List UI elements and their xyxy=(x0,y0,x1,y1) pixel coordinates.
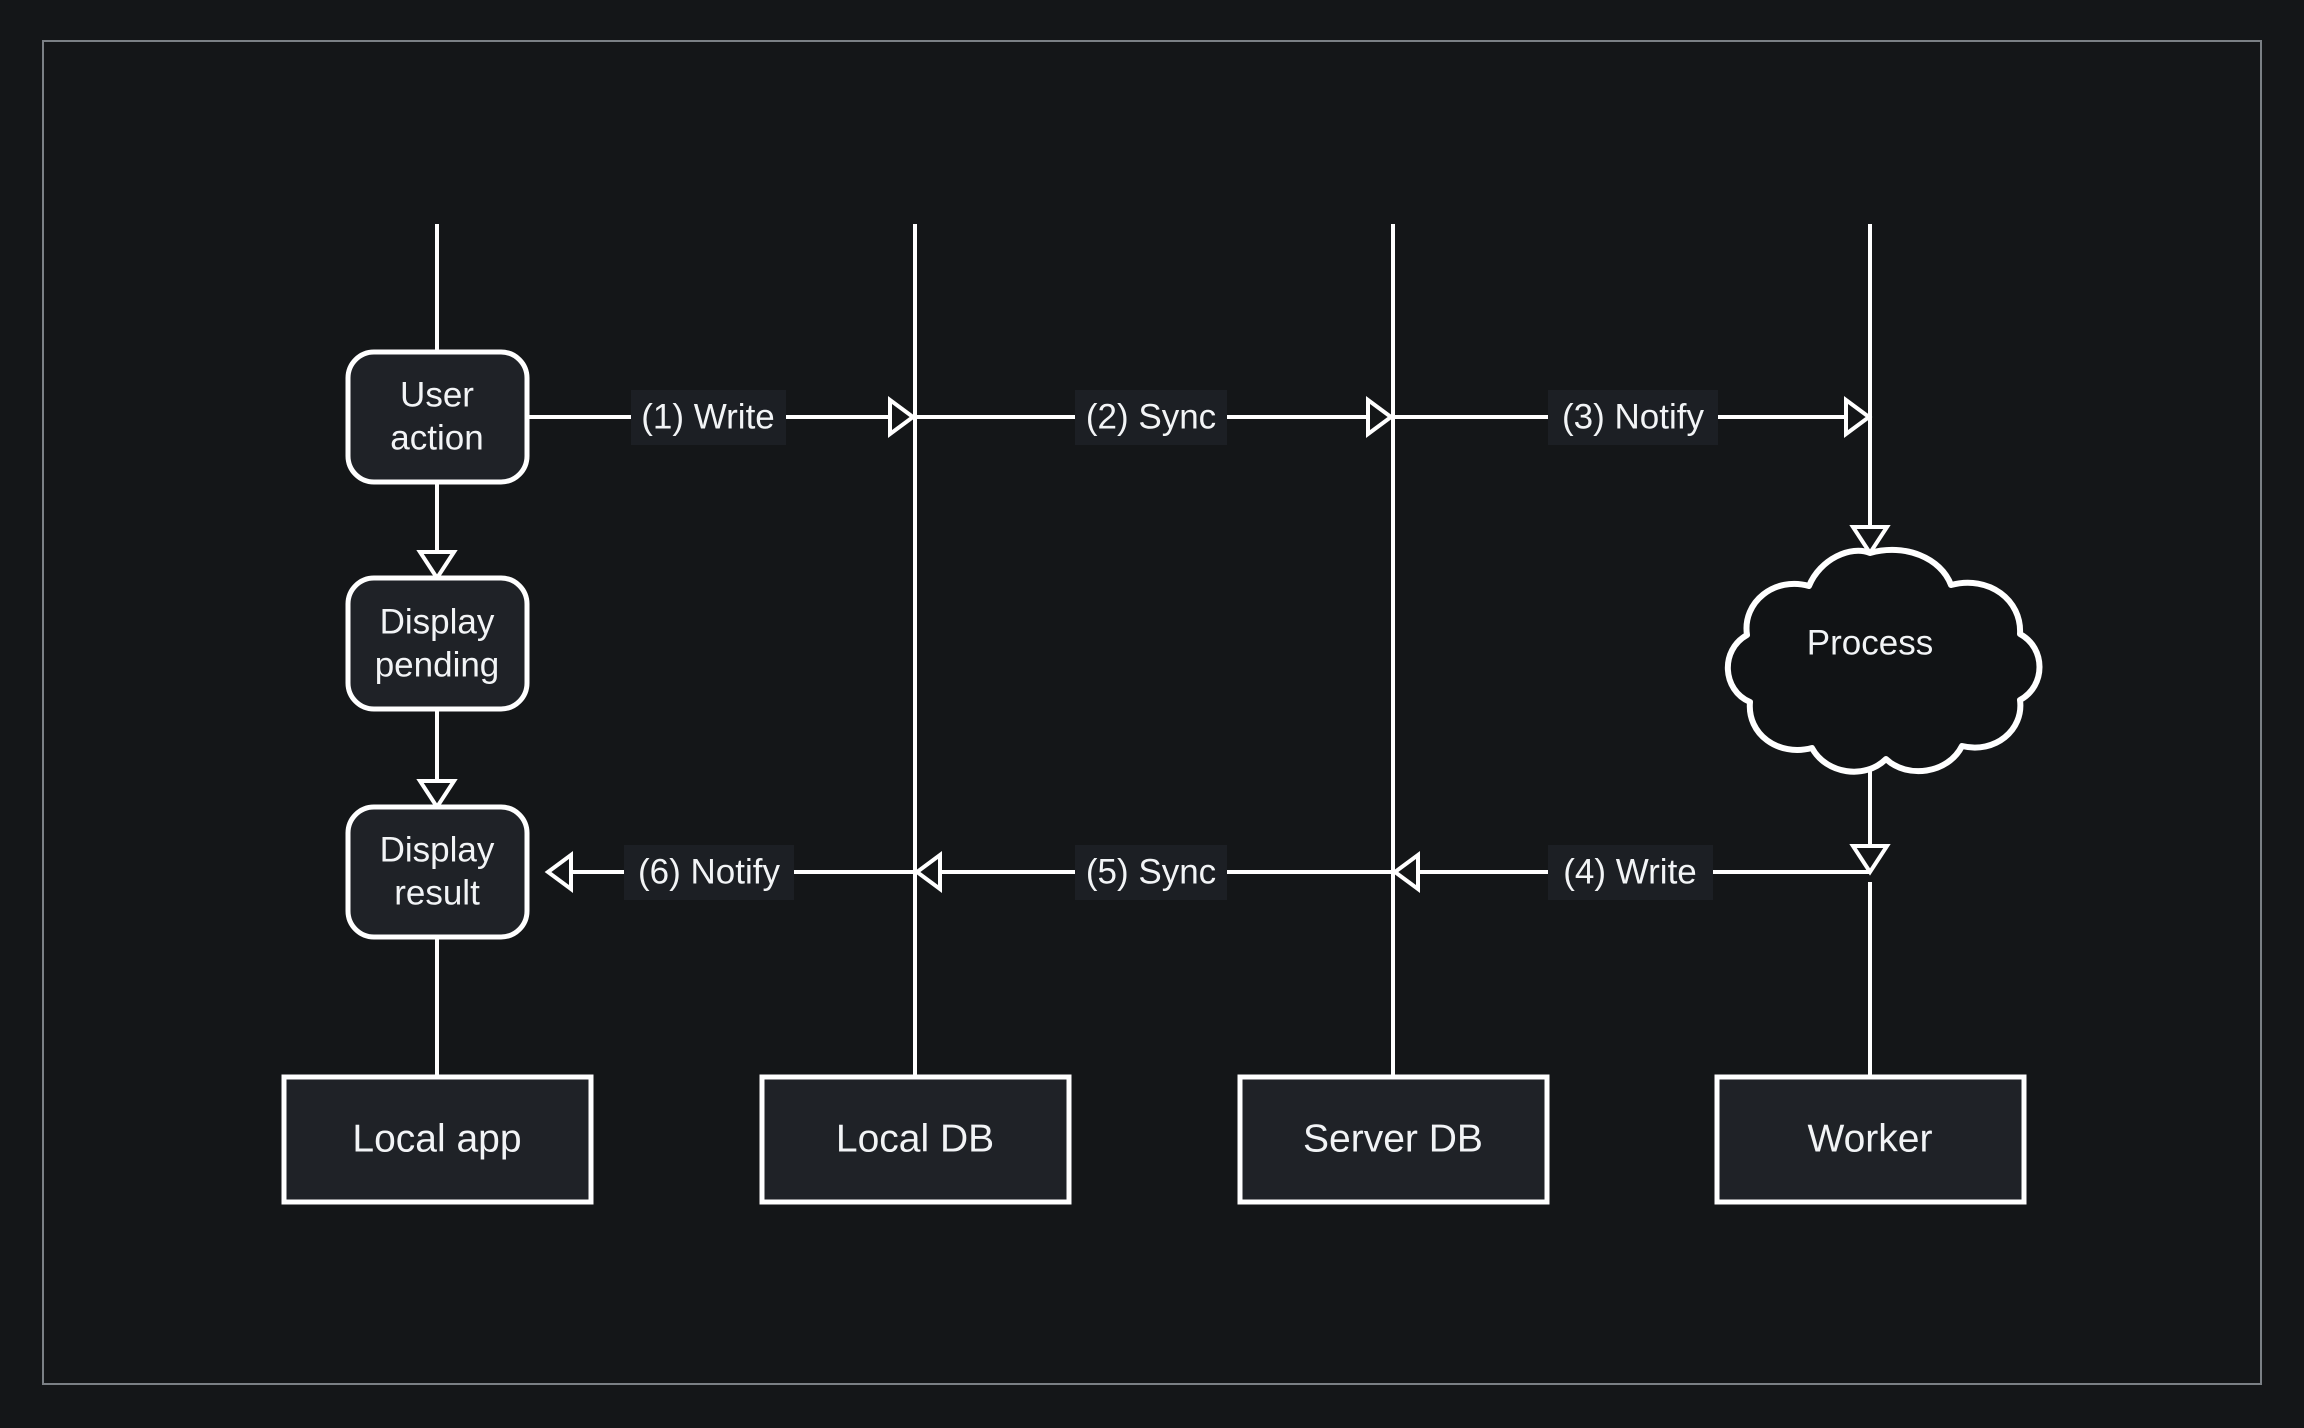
msg-6-label: (6) Notify xyxy=(624,845,794,900)
actor-server-db-box xyxy=(1237,1074,1550,1205)
user-action-shape xyxy=(345,349,530,485)
msg-3-label-text: (3) Notify xyxy=(1562,397,1704,436)
actor-local-app-box xyxy=(281,1074,594,1205)
process-label: Process xyxy=(1807,623,1933,662)
flow-pending-to-result-arrowhead xyxy=(416,779,458,811)
user-action-label-line-1: User xyxy=(400,375,474,414)
actor-worker-box xyxy=(1714,1074,2027,1205)
flow-process-to-write-arrowhead xyxy=(1849,844,1891,876)
msg-1-label-box xyxy=(631,390,786,445)
msg-6-label-box xyxy=(624,845,794,900)
flow-user-to-pending-arrowhead xyxy=(416,550,458,582)
msg-5-label-text: (5) Sync xyxy=(1086,852,1216,891)
msg-4-label-box xyxy=(1548,845,1713,900)
node-process[interactable]: Process xyxy=(1724,546,2043,775)
node-display-result[interactable]: Display result xyxy=(345,804,530,940)
msg-5-label-box xyxy=(1075,845,1227,900)
actor-local-db-box xyxy=(759,1074,1072,1205)
msg-2-arrowhead xyxy=(1366,396,1395,438)
msg-2-label: (2) Sync xyxy=(1075,390,1227,445)
vertical-flows-local-app xyxy=(416,482,458,811)
msg-4-label: (4) Write xyxy=(1548,845,1713,900)
actor-local-app[interactable]: Local app xyxy=(281,1074,594,1205)
msg-6-label-text: (6) Notify xyxy=(638,852,780,891)
msg-2-label-text: (2) Sync xyxy=(1086,397,1216,436)
display-pending-label-line-2: pending xyxy=(375,645,500,684)
msg-3-arrowhead xyxy=(1844,396,1873,438)
msg-4-label-text: (4) Write xyxy=(1563,852,1697,891)
display-pending-label-line-1: Display xyxy=(380,602,495,641)
msg-5-arrowhead xyxy=(913,851,942,893)
actor-worker-label: Worker xyxy=(1808,1117,1933,1160)
process-cloud-shape xyxy=(1724,546,2043,775)
actor-local-db-label: Local DB xyxy=(836,1117,994,1160)
msg-4-arrowhead xyxy=(1391,851,1420,893)
msg-1-label: (1) Write xyxy=(631,390,786,445)
msg-1-label-text: (1) Write xyxy=(641,397,775,436)
msg-3-label: (3) Notify xyxy=(1548,390,1718,445)
lifelines-group xyxy=(435,224,1872,1077)
actor-local-db[interactable]: Local DB xyxy=(759,1074,1072,1205)
user-action-label-line-2: action xyxy=(390,418,483,457)
node-display-pending[interactable]: Display pending xyxy=(345,575,530,712)
display-pending-shape xyxy=(345,575,530,712)
msg-6-arrowhead xyxy=(544,851,573,893)
actor-server-db[interactable]: Server DB xyxy=(1237,1074,1550,1205)
msg-3-label-box xyxy=(1548,390,1718,445)
display-result-label-line-1: Display xyxy=(380,830,495,869)
display-result-shape xyxy=(345,804,530,940)
actor-local-app-label: Local app xyxy=(352,1117,521,1160)
msg-1-arrowhead xyxy=(888,396,917,438)
msg-5-label: (5) Sync xyxy=(1075,845,1227,900)
msg-2-label-box xyxy=(1075,390,1227,445)
display-result-label-line-2: result xyxy=(394,873,480,912)
flow-notify-to-process-arrowhead xyxy=(1849,525,1891,557)
node-user-action[interactable]: User action xyxy=(345,349,530,485)
actor-server-db-label: Server DB xyxy=(1303,1117,1483,1160)
actor-worker[interactable]: Worker xyxy=(1714,1074,2027,1205)
